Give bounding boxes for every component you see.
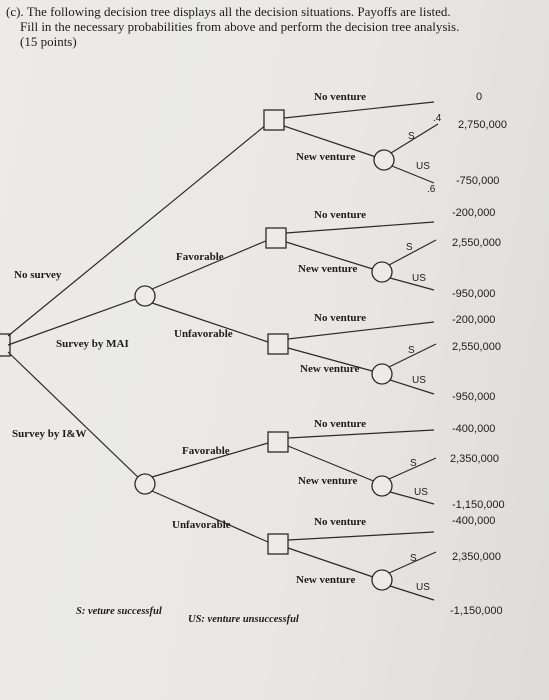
edge-mai-unfavorable — [151, 302, 269, 343]
problem-statement: (c). The following decision tree display… — [6, 4, 536, 49]
payoff-lw-fav-no-venture: -400,000 — [452, 423, 495, 435]
edge-no-venture-3 — [287, 321, 435, 340]
label-survey-lw: Survey by I&W — [12, 428, 87, 440]
label-new-venture-4: New venture — [298, 475, 357, 487]
payoff-mai-unfav-failure: -950,000 — [452, 391, 495, 403]
edge-success-2 — [388, 239, 437, 266]
edge-failure-2 — [389, 277, 435, 291]
payoff-mai-unfav-success: 2,550,000 — [452, 341, 501, 353]
edge-no-survey — [7, 119, 273, 337]
label-new-venture-1: New venture — [296, 151, 355, 163]
edge-failure-4 — [389, 491, 435, 505]
chance-node-survey-lw — [134, 473, 156, 495]
edge-new-venture-2 — [285, 241, 377, 271]
label-no-venture-1: No venture — [314, 91, 366, 103]
chance-node-no-survey — [373, 149, 395, 171]
decision-node-lw-favorable — [267, 431, 289, 453]
label-new-venture-3: New venture — [300, 363, 359, 375]
label-no-survey: No survey — [14, 269, 62, 281]
label-success-2: S — [406, 242, 413, 253]
edge-success-3 — [388, 343, 437, 368]
edge-lw-unfavorable — [151, 490, 269, 543]
label-mai-favorable: Favorable — [176, 251, 224, 263]
edge-failure-3 — [389, 379, 435, 395]
label-success-4: S — [410, 458, 417, 469]
payoff-no-survey-failure: -750,000 — [456, 175, 499, 187]
edge-failure-1 — [391, 165, 435, 184]
problem-line-1: (c). The following decision tree display… — [6, 4, 451, 19]
label-no-venture-5: No venture — [314, 516, 366, 528]
payoff-mai-unfav-no-venture: -200,000 — [452, 314, 495, 326]
edge-success-4 — [388, 457, 437, 480]
prob-failure-1: .6 — [427, 184, 436, 195]
edge-new-venture-3 — [287, 347, 377, 373]
edge-no-venture-4 — [287, 429, 435, 439]
payoff-lw-unfav-success: 2,350,000 — [452, 551, 501, 563]
edge-lw-favorable — [151, 442, 269, 478]
chance-node-mai-favorable — [371, 261, 393, 283]
label-lw-favorable: Favorable — [182, 445, 230, 457]
payoff-mai-fav-failure: -950,000 — [452, 288, 495, 300]
chance-node-mai-unfavorable — [371, 363, 393, 385]
label-survey-mai: Survey by MAI — [56, 338, 129, 350]
label-new-venture-5: New venture — [296, 574, 355, 586]
label-no-venture-4: No venture — [314, 418, 366, 430]
chance-node-lw-unfavorable — [371, 569, 393, 591]
edge-new-venture-5 — [287, 547, 377, 579]
label-failure-2: US — [412, 273, 426, 284]
decision-node-mai-unfavorable — [267, 333, 289, 355]
edge-mai-favorable — [151, 239, 269, 290]
label-failure-5: US — [416, 582, 430, 593]
label-no-venture-3: No venture — [314, 312, 366, 324]
edge-no-venture-1 — [283, 101, 435, 119]
legend-success: S: veture successful — [76, 606, 162, 617]
edge-new-venture-4 — [287, 445, 377, 483]
payoff-mai-fav-success: 2,550,000 — [452, 237, 501, 249]
edge-survey-lw — [7, 351, 144, 483]
problem-line-2: Fill in the necessary probabilities from… — [20, 19, 460, 34]
chance-node-lw-favorable — [371, 475, 393, 497]
payoff-no-survey-success: 2,750,000 — [458, 119, 507, 131]
problem-line-3: (15 points) — [20, 34, 77, 49]
edge-no-venture-5 — [287, 531, 435, 541]
edge-new-venture-1 — [283, 125, 377, 158]
decision-node-mai-favorable — [265, 227, 287, 249]
payoff-lw-unfav-no-venture: -400,000 — [452, 515, 495, 527]
legend-failure: US: venture unsuccessful — [188, 614, 299, 625]
label-success-5: S — [410, 553, 417, 564]
payoff-lw-fav-failure: -1,150,000 — [452, 499, 505, 511]
label-no-venture-2: No venture — [314, 209, 366, 221]
edge-no-venture-2 — [285, 221, 435, 234]
prob-success-1: .4 — [433, 113, 442, 124]
edge-survey-mai — [7, 295, 145, 346]
payoff-mai-fav-no-venture: -200,000 — [452, 207, 495, 219]
edge-success-5 — [388, 551, 437, 574]
payoff-lw-unfav-failure: -1,150,000 — [450, 605, 503, 617]
chance-node-survey-mai — [134, 285, 156, 307]
label-failure-1: US — [416, 161, 430, 172]
payoff-no-survey-no-venture: 0 — [476, 91, 482, 103]
root-decision-node — [0, 333, 11, 357]
edge-success-1 — [390, 123, 439, 154]
label-success-1: S — [408, 131, 415, 142]
decision-node-no-survey — [263, 109, 285, 131]
label-lw-unfavorable: Unfavorable — [172, 519, 231, 531]
decision-node-lw-unfavorable — [267, 533, 289, 555]
label-failure-4: US — [414, 487, 428, 498]
edge-failure-5 — [389, 585, 435, 601]
label-failure-3: US — [412, 375, 426, 386]
label-new-venture-2: New venture — [298, 263, 357, 275]
label-mai-unfavorable: Unfavorable — [174, 328, 233, 340]
payoff-lw-fav-success: 2,350,000 — [450, 453, 499, 465]
label-success-3: S — [408, 345, 415, 356]
